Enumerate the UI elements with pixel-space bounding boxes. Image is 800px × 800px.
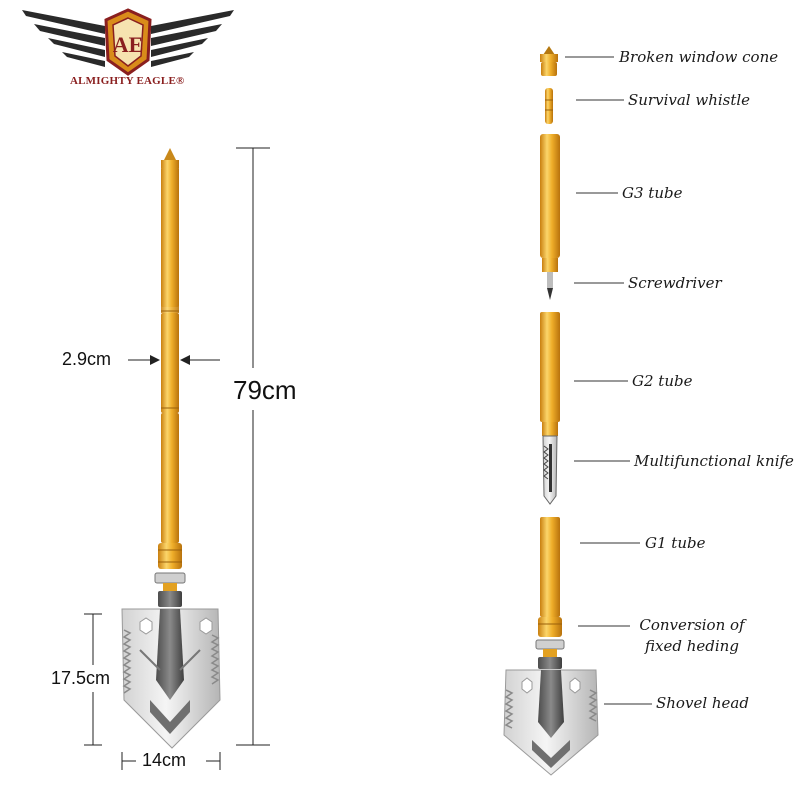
total-length-label: 79cm	[233, 375, 297, 405]
head-width-label: 14cm	[142, 750, 187, 770]
callout-survival-whistle: Survival whistle	[628, 91, 751, 109]
callout-shovel-head: Shovel head	[656, 694, 749, 712]
callout-screwdriver: Screwdriver	[628, 274, 722, 292]
part-shovel-head	[503, 669, 599, 776]
brand-logo: AE	[22, 8, 234, 76]
logo-monogram: AE	[113, 32, 144, 57]
exploded-parts	[503, 46, 599, 776]
part-g1-tube	[538, 517, 562, 637]
part-conversion-fixed-heading	[535, 639, 565, 669]
assembled-shovel	[121, 148, 221, 749]
diameter-label: 2.9cm	[62, 349, 112, 369]
callout-conversion-fixed-heading: Conversion of fixed heding	[639, 616, 745, 655]
dimension-lines	[84, 147, 270, 770]
part-survival-whistle	[545, 88, 553, 124]
part-g2-tube	[540, 312, 560, 436]
part-screwdriver	[547, 272, 553, 300]
part-g3-tube	[540, 134, 560, 272]
brand-name: ALMIGHTY EAGLE®	[70, 75, 185, 87]
part-broken-window-cone	[540, 46, 558, 76]
callout-multifunctional-knife: Multifunctional knife	[634, 452, 794, 470]
callout-g3-tube: G3 tube	[622, 184, 683, 202]
part-multifunctional-knife	[542, 435, 558, 505]
callout-broken-window-cone: Broken window cone	[619, 48, 779, 66]
callout-g1-tube: G1 tube	[645, 534, 706, 552]
head-length-label: 17.5cm	[51, 668, 111, 688]
callout-g2-tube: G2 tube	[632, 372, 693, 390]
callout-leaders	[565, 56, 652, 705]
